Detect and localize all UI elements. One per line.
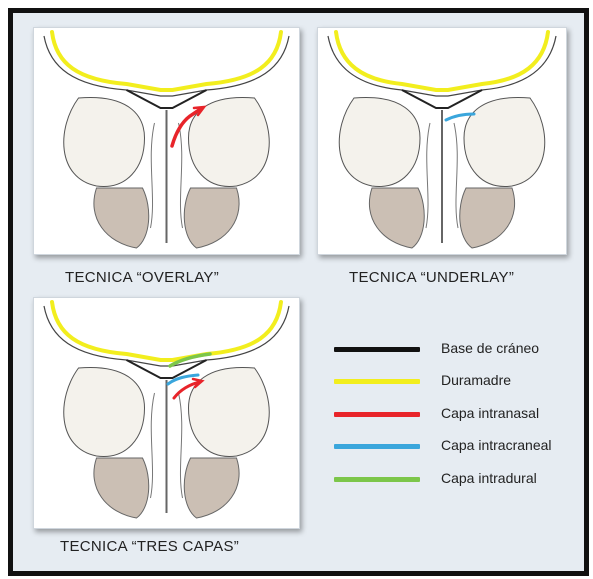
tres-capas-caption: TECNICA “TRES CAPAS” bbox=[60, 538, 239, 555]
left-turbinate bbox=[151, 123, 155, 228]
legend-label: Base de cráneo bbox=[441, 340, 539, 356]
right-maxillary-tissue bbox=[184, 188, 239, 248]
figure-frame: TECNICA “OVERLAY” TECNICA “UNDERLAY” TEC… bbox=[8, 8, 589, 576]
legend-label: Capa intracraneal bbox=[441, 437, 552, 453]
left-turbinate bbox=[151, 393, 155, 498]
legend-item-capa-intracraneal: Capa intracraneal bbox=[334, 436, 574, 458]
left-orbit bbox=[64, 97, 145, 186]
legend-label: Capa intranasal bbox=[441, 405, 539, 421]
legend-item-capa-intradural: Capa intradural bbox=[334, 469, 574, 491]
skull-anatomy bbox=[44, 36, 289, 248]
legend-item-duramadre: Duramadre bbox=[334, 371, 574, 393]
skull-outline bbox=[44, 306, 289, 366]
left-turbinate bbox=[426, 123, 430, 228]
legend-swatch bbox=[334, 379, 420, 384]
tres-capas-duramadre bbox=[52, 302, 281, 360]
right-orbit bbox=[464, 97, 545, 186]
overlay-duramadre bbox=[52, 32, 281, 90]
left-maxillary-tissue bbox=[94, 458, 149, 518]
skull-anatomy bbox=[44, 306, 289, 518]
right-turbinate bbox=[179, 393, 183, 498]
underlay-duramadre bbox=[336, 32, 548, 90]
left-maxillary-tissue bbox=[369, 188, 424, 248]
skull-outline bbox=[328, 36, 556, 96]
right-maxillary-tissue bbox=[184, 458, 239, 518]
right-turbinate bbox=[454, 123, 458, 228]
legend-label: Capa intradural bbox=[441, 470, 537, 486]
underlay-panel bbox=[317, 27, 567, 255]
legend-label: Duramadre bbox=[441, 372, 511, 388]
left-orbit bbox=[339, 97, 420, 186]
legend-swatch bbox=[334, 347, 420, 352]
underlay-caption: TECNICA “UNDERLAY” bbox=[349, 269, 514, 286]
right-turbinate bbox=[179, 123, 183, 228]
tres-capas-drawing bbox=[34, 298, 299, 528]
legend-item-capa-intranasal: Capa intranasal bbox=[334, 404, 574, 426]
legend-swatch bbox=[334, 477, 420, 482]
overlay-caption: TECNICA “OVERLAY” bbox=[65, 269, 219, 286]
right-maxillary-tissue bbox=[460, 188, 515, 248]
legend-swatch bbox=[334, 412, 420, 417]
left-maxillary-tissue bbox=[94, 188, 149, 248]
skull-anatomy bbox=[328, 36, 556, 248]
overlay-drawing bbox=[34, 28, 299, 254]
left-orbit bbox=[64, 367, 145, 456]
legend-swatch bbox=[334, 444, 420, 449]
skull-outline bbox=[44, 36, 289, 96]
legend-item-base-de-craneo: Base de cráneo bbox=[334, 339, 574, 361]
tres-capas-panel bbox=[33, 297, 300, 529]
underlay-drawing bbox=[318, 28, 566, 254]
overlay-panel bbox=[33, 27, 300, 255]
